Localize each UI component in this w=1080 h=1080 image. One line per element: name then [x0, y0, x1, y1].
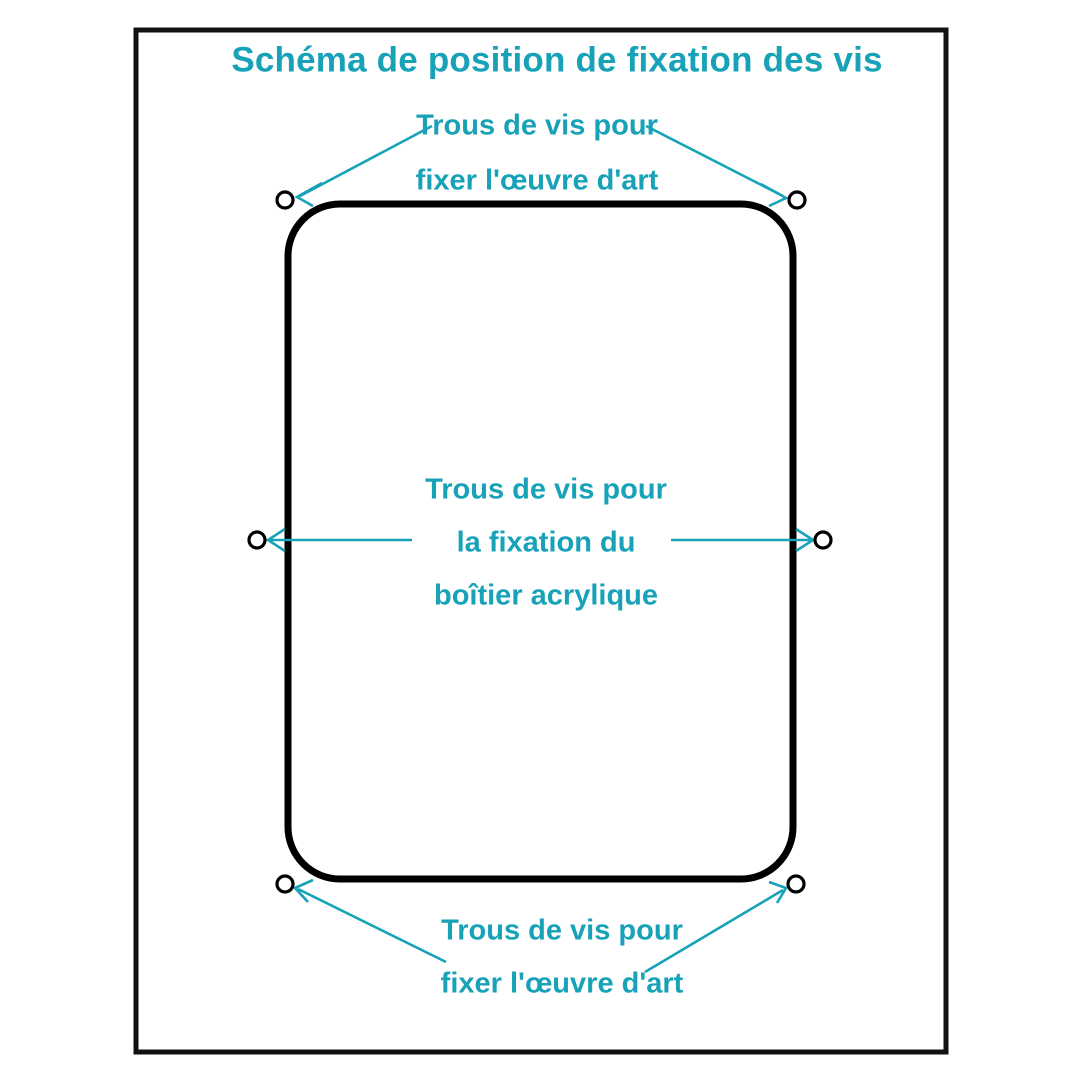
- top-annotation-line2: fixer l'œuvre d'art: [416, 165, 659, 197]
- hole-bottom-left: [275, 874, 295, 894]
- hole-top-right: [787, 190, 807, 210]
- bottom-left-arrowhead: [292, 878, 314, 903]
- hole-top-left: [275, 190, 295, 210]
- hole-bottom-right: [786, 874, 806, 894]
- top-right-arrowhead: [760, 182, 789, 208]
- top-right-leader-line: [645, 124, 784, 198]
- hole-middle-right: [813, 530, 833, 550]
- bottom-left-leader-line: [297, 887, 447, 964]
- acrylic-case-outline: [284, 200, 797, 883]
- hole-middle-left: [247, 530, 267, 550]
- page-title: Schéma de position de fixation des vis: [231, 40, 882, 79]
- middle-annotation-line1: Trous de vis pour: [425, 474, 667, 506]
- bottom-right-arrowhead: [768, 880, 788, 904]
- middle-left-arrowhead: [265, 527, 286, 553]
- middle-right-arrowhead: [795, 527, 816, 553]
- bottom-annotation-line2: fixer l'œuvre d'art: [441, 968, 684, 1000]
- bottom-annotation-line1: Trous de vis pour: [441, 915, 683, 947]
- middle-annotation-line2: la fixation du: [457, 527, 636, 559]
- top-left-arrowhead: [294, 181, 323, 208]
- top-annotation-line1: Trous de vis pour: [416, 110, 658, 142]
- bottom-right-leader-line: [644, 888, 784, 974]
- middle-annotation-line3: boîtier acrylique: [434, 580, 658, 612]
